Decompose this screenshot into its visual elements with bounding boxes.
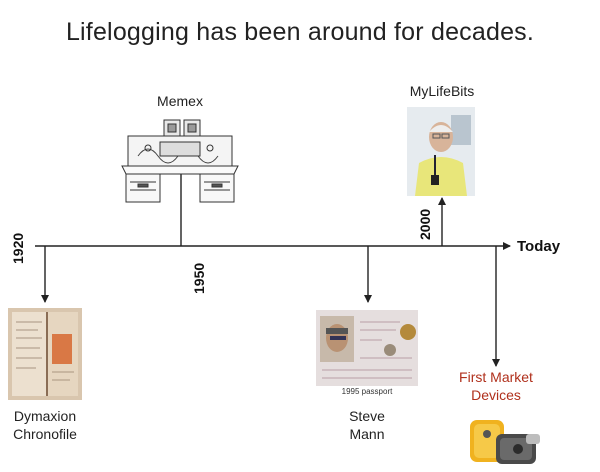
year-label-1920: 1920 (10, 232, 26, 264)
steve-mann-label-line1: Steve (349, 408, 385, 424)
memex-label: Memex (157, 93, 203, 109)
mylifebits-label: MyLifeBits (409, 83, 475, 99)
year-label-1950: 1950 (191, 262, 207, 294)
steve-mann-passport-photo: 1995 passport (316, 310, 418, 400)
dymaxion-chronofile-photo (8, 308, 82, 400)
dymaxion-label: Dymaxion Chronofile (2, 407, 88, 443)
dymaxion-label-line2: Chronofile (13, 426, 77, 442)
timeline-end-label: Today (517, 238, 561, 255)
steve-mann-label-line2: Mann (349, 426, 385, 442)
first-market-label-line2: Devices (471, 387, 521, 403)
steve-mann-label: Steve Mann (327, 407, 407, 443)
mylifebits-photo (407, 107, 475, 196)
passport-caption: 1995 passport (341, 387, 393, 396)
wearable-cameras-illustration (470, 420, 540, 464)
memex-desk-illustration (121, 119, 239, 203)
first-market-label-line1: First Market (459, 369, 533, 385)
dymaxion-label-line1: Dymaxion (13, 408, 77, 424)
slide-title: Lifelogging has been around for decades. (65, 18, 535, 46)
first-market-devices-label: First Market Devices (448, 368, 544, 404)
year-label-2000: 2000 (417, 208, 433, 240)
